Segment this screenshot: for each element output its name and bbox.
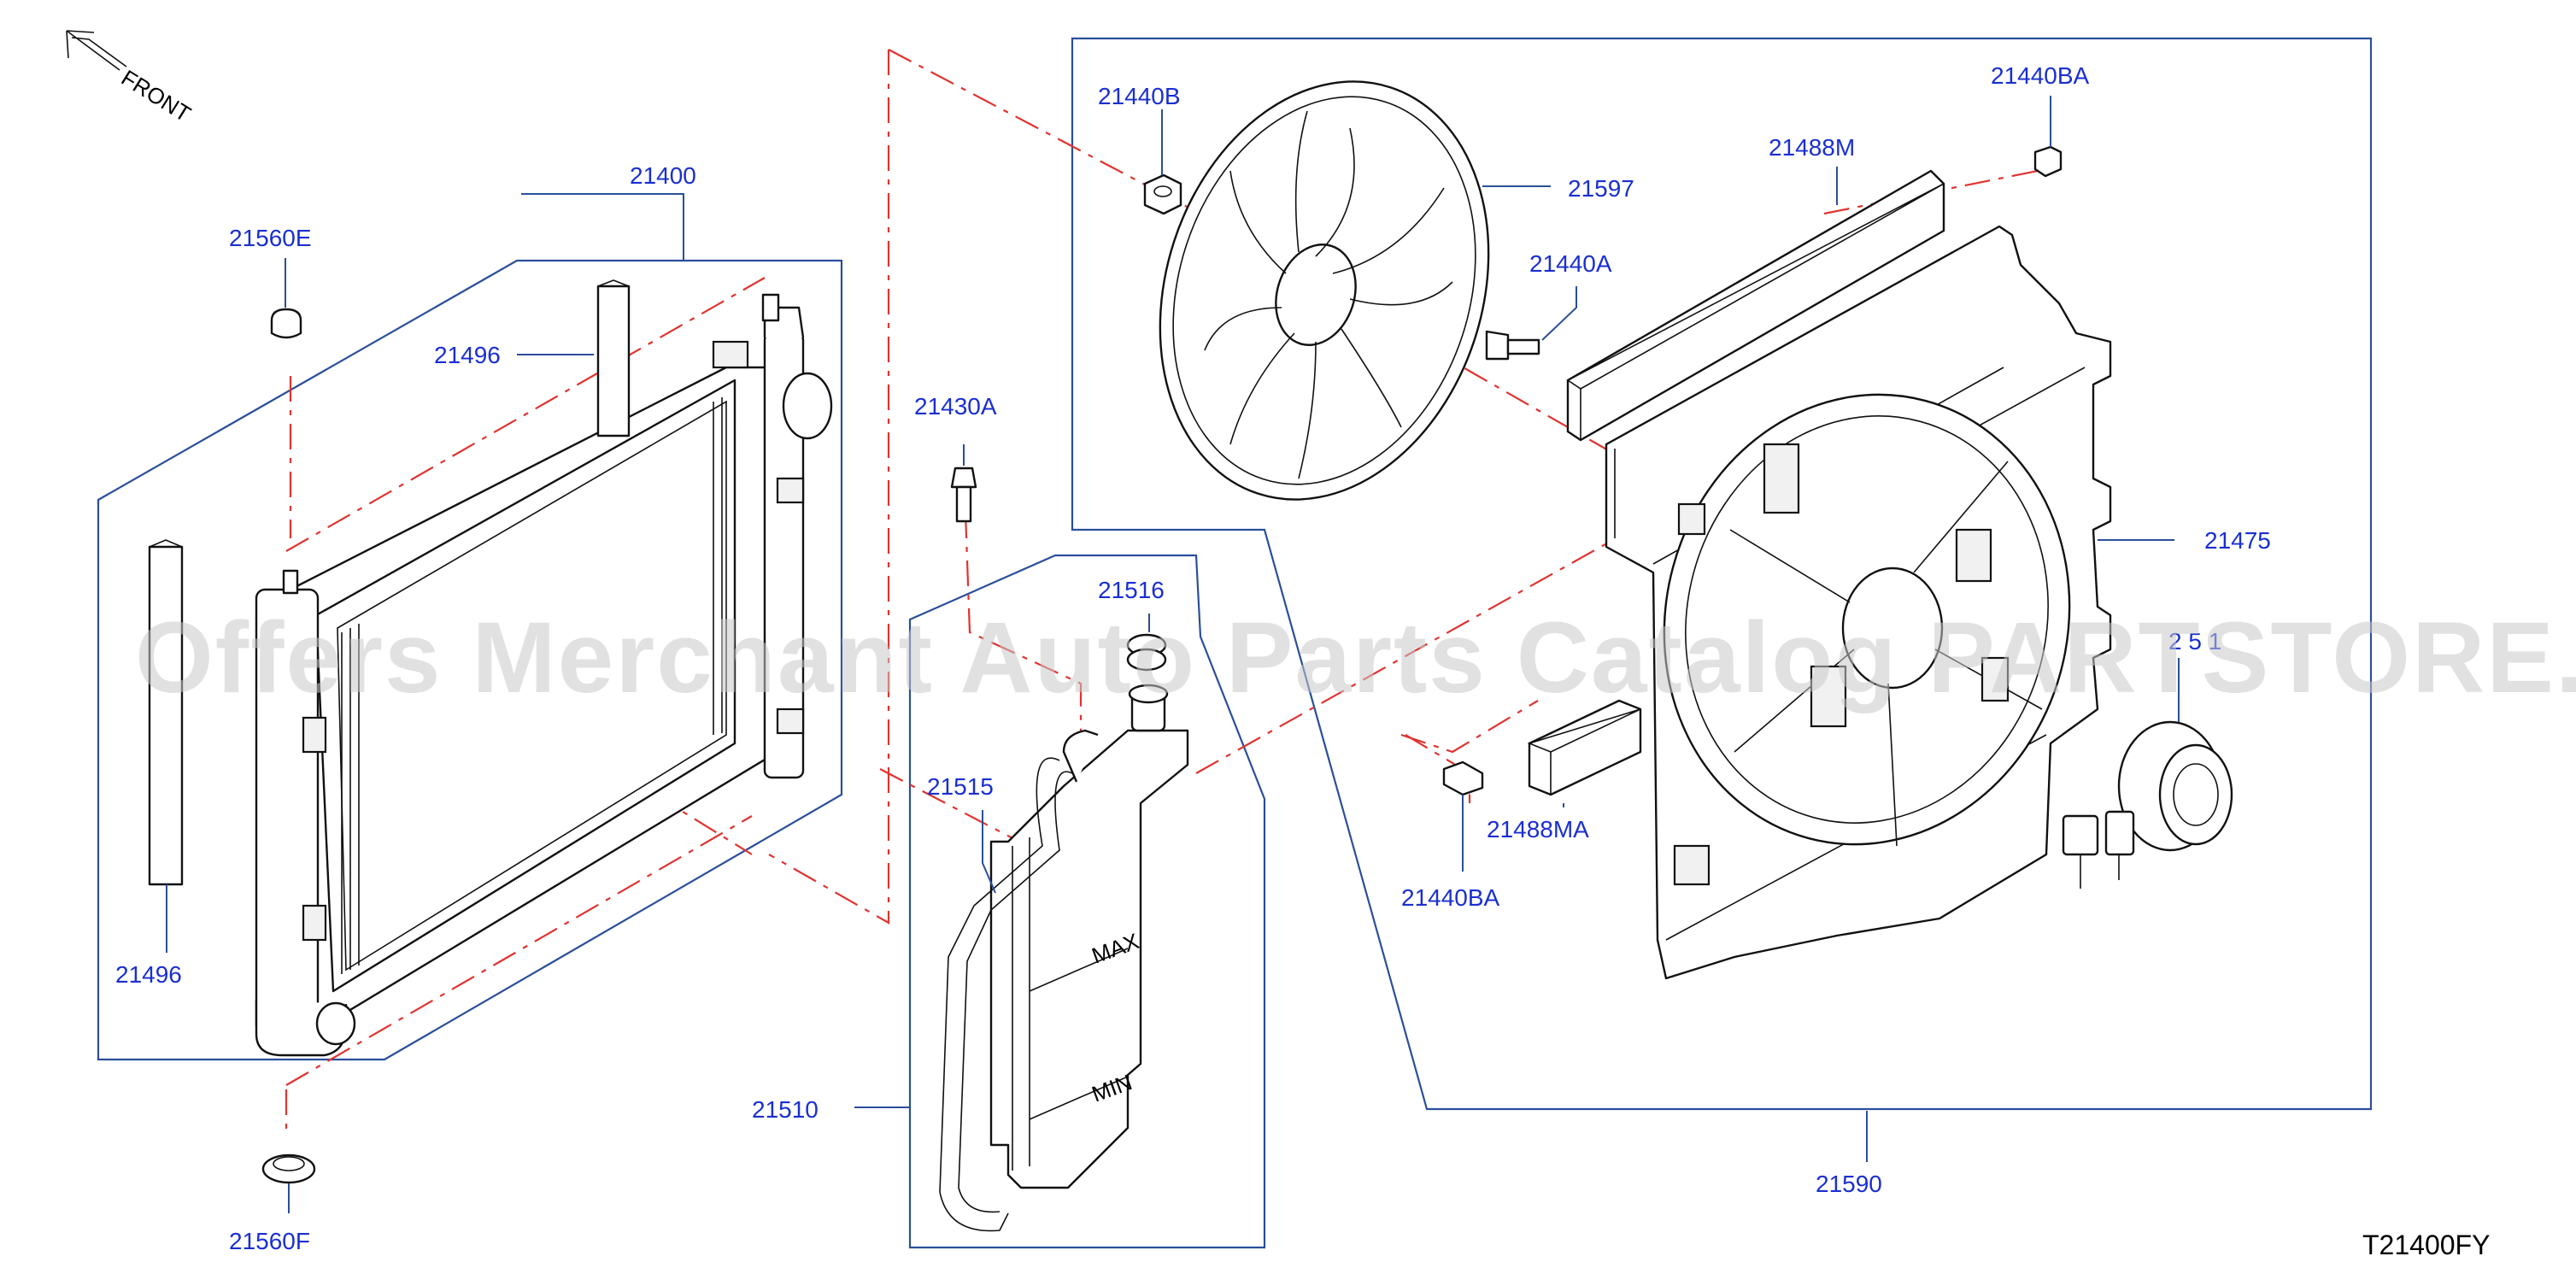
label-21440BA-bottom[interactable]: 21440BA (1401, 884, 1500, 911)
label-21516[interactable]: 21516 (1098, 577, 1165, 603)
label-21510[interactable]: 21510 (752, 1096, 819, 1123)
fan-shroud-group-box (1071, 37, 2373, 1111)
cap-21516 (1126, 633, 1167, 672)
label-21475[interactable]: 21475 (2204, 527, 2271, 554)
reservoir-group-box (908, 554, 1266, 1249)
label-21488M[interactable]: 21488M (1769, 134, 1855, 161)
cooling-fan (1159, 80, 1490, 501)
label-21430A[interactable]: 21430A (914, 393, 997, 420)
label-21515[interactable]: 21515 (927, 773, 994, 800)
label-21440A[interactable]: 21440A (1529, 250, 1612, 277)
part-labels: 21400 21560E 21496 21496 21560F 21430A 2… (115, 62, 2271, 1254)
label-21496-bottom[interactable]: 21496 (115, 961, 182, 988)
clip-21440BA-bottom (1442, 760, 1484, 796)
nut-21440B (1143, 173, 1182, 215)
radiator (255, 293, 833, 1057)
label-2-5-1[interactable]: 2 5 1 (2168, 628, 2221, 655)
leader-lines (166, 96, 2180, 1213)
label-21560F[interactable]: 21560F (229, 1228, 310, 1254)
front-arrow: FRONT (66, 30, 196, 127)
bolt-21430A (950, 467, 977, 523)
fan-shroud (1605, 225, 2112, 980)
watermark: Offers Merchant Auto Parts Catalog PARTS… (135, 602, 2576, 714)
label-21496-top[interactable]: 21496 (434, 342, 501, 368)
label-21590[interactable]: 21590 (1816, 1171, 1882, 1197)
bushing-21560E (270, 308, 302, 339)
reservoir-tank: MAX MIN (989, 684, 1189, 1189)
seal-21496-bottom (148, 545, 184, 886)
label-21488MA[interactable]: 21488MA (1487, 816, 1589, 842)
front-label: FRONT (117, 65, 196, 127)
seal-21488M (1566, 169, 1945, 442)
catalog-code: T21400FY (2362, 1230, 2490, 1260)
label-21560E[interactable]: 21560E (229, 225, 312, 251)
label-21400[interactable]: 21400 (630, 162, 696, 189)
clip-21440BA-top (2033, 145, 2063, 178)
reservoir-hose-21510 (939, 757, 1073, 1232)
label-21440BA-top[interactable]: 21440BA (1991, 62, 2090, 89)
fan-motor (2062, 720, 2233, 889)
radiator-group-box (97, 259, 843, 1061)
bolt-21440A (1485, 330, 1540, 361)
bushing-21560F (261, 1154, 316, 1184)
label-21440B[interactable]: 21440B (1098, 83, 1181, 109)
label-21597[interactable]: 21597 (1568, 175, 1634, 202)
seal-21488MA (1527, 699, 1642, 796)
seal-21496-top (596, 285, 631, 437)
